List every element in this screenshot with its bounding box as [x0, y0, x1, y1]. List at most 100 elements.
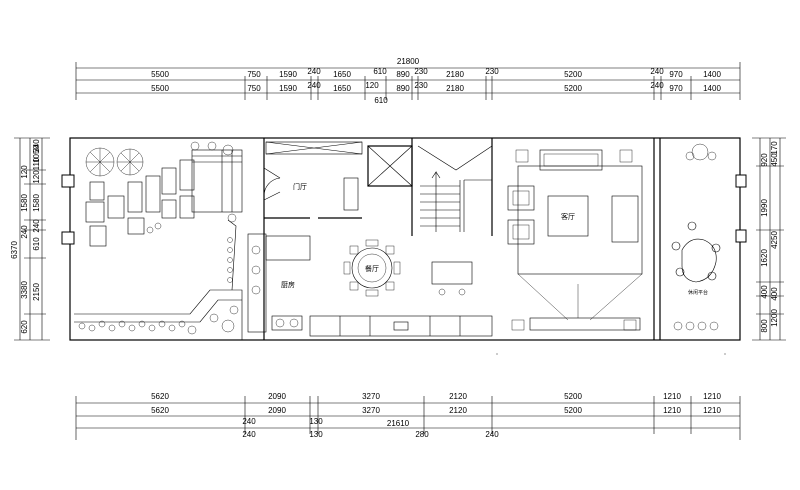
dim-label: 620 [20, 320, 29, 334]
dim-label: 2090 [268, 392, 286, 401]
dim-label: 1050 [32, 145, 41, 163]
dim-label: 2120 [449, 406, 467, 415]
dim-label: 610 [374, 96, 388, 105]
stepping-stones [85, 159, 195, 247]
dim-label: 5200 [564, 84, 582, 93]
garden [74, 141, 243, 340]
dim-label: 5200 [564, 392, 582, 401]
overall-width-bottom: 21610 [387, 419, 410, 428]
dim-label: 750 [247, 70, 261, 79]
right-dimension-lines [752, 137, 786, 341]
overall-height-left: 6370 [10, 241, 19, 259]
dim-label: 1620 [760, 249, 769, 267]
exterior-walls [61, 137, 747, 341]
dim-label: 970 [669, 84, 683, 93]
dim-label: 920 [760, 153, 769, 167]
dim-label: 1200 [770, 309, 779, 327]
overall-width-top: 21800 [397, 57, 420, 66]
dim-label: 5500 [151, 70, 169, 79]
entrance-door [263, 167, 281, 201]
dim-label: 4250 [770, 231, 779, 249]
dim-label: 890 [396, 84, 410, 93]
dim-label: 5620 [151, 406, 169, 415]
dim-label: 3270 [362, 392, 380, 401]
dim-label: 750 [247, 84, 261, 93]
stair-treads [420, 179, 492, 232]
dining-room: 餐厅 [309, 239, 493, 337]
left-dimension-lines [14, 137, 50, 341]
dim-label: 1580 [20, 194, 29, 212]
dim-label: 1210 [663, 406, 681, 415]
pebble-border [78, 237, 239, 335]
dim-label: 240 [307, 81, 321, 90]
dim-label: 240 [650, 81, 664, 90]
dim-label: 240 [307, 67, 321, 76]
dim-label: 230 [414, 67, 428, 76]
dim-label: 230 [485, 67, 499, 76]
dim-label: 5200 [564, 406, 582, 415]
bottom-dimension-labels: 5620 2090 3270 2120 5200 1210 1210 5620 … [151, 392, 721, 439]
dim-label: 230 [414, 81, 428, 90]
garden-path [74, 219, 243, 340]
entrance-hall: 门厅 [263, 138, 363, 340]
dim-label: 610 [373, 67, 387, 76]
dim-label: 120 [32, 170, 41, 184]
dim-label: 240 [20, 225, 29, 239]
kitchen: 厨房 [247, 233, 311, 333]
tree-icon [85, 147, 144, 177]
dim-label: 1210 [663, 392, 681, 401]
sideboard [309, 315, 493, 337]
dim-label: 2090 [268, 406, 286, 415]
dim-label: 340 [32, 139, 41, 153]
dim-label: 1210 [703, 406, 721, 415]
dim-label: 2150 [32, 283, 41, 301]
garden-steps [191, 149, 243, 213]
dim-label: 240 [650, 67, 664, 76]
bottom-dimension-lines [75, 396, 741, 440]
leisure-terrace: 休闲平台 [653, 138, 721, 340]
dim-label: 2180 [446, 70, 464, 79]
dim-label: 1210 [703, 392, 721, 401]
dim-label: 1650 [333, 84, 351, 93]
dim-label: 1990 [760, 199, 769, 217]
dim-label: 1400 [703, 70, 721, 79]
dim-label: 130 [309, 430, 323, 439]
dim-label: 970 [669, 70, 683, 79]
dim-label: 1590 [279, 70, 297, 79]
dim-label: 170 [770, 141, 779, 155]
stair-arrow-icon [431, 171, 441, 232]
dim-label: 450 [770, 153, 779, 167]
dim-label: 2120 [449, 392, 467, 401]
dim-label: 890 [396, 70, 410, 79]
leisure-terrace-label: 休闲平台 [688, 289, 708, 296]
dim-label: 5500 [151, 84, 169, 93]
dim-label: 400 [760, 285, 769, 299]
dining-chairs [343, 239, 401, 297]
dim-label: 5200 [564, 70, 582, 79]
top-dimension-labels: 21800 5500 750 1590 240 1650 610 890 230… [151, 57, 721, 105]
dim-label: 3270 [362, 406, 380, 415]
dim-label: 1650 [333, 70, 351, 79]
shrub-icon [146, 141, 237, 234]
lounge-set [671, 221, 721, 283]
tv-wall-sightlines [517, 273, 643, 321]
kitchen-label: 厨房 [281, 280, 295, 289]
living-room: 客厅 [507, 149, 643, 331]
dim-label: 240 [242, 430, 256, 439]
dim-label: 280 [415, 430, 429, 439]
dim-label: 1580 [32, 194, 41, 212]
dim-label: 120 [20, 165, 29, 179]
living-room-label: 客厅 [561, 212, 575, 221]
dim-label: 240 [485, 430, 499, 439]
dim-label: 110 [32, 157, 41, 170]
dim-label: 130 [309, 417, 323, 426]
dim-label: 610 [32, 237, 41, 251]
dim-label: 1400 [703, 84, 721, 93]
dim-label: 1590 [279, 84, 297, 93]
stairwell [367, 138, 493, 236]
dim-label: 2180 [446, 84, 464, 93]
dim-label: 3380 [20, 281, 29, 299]
left-dimension-labels: 6370 120 1580 240 3380 620 1050 120 1580… [10, 139, 41, 334]
dining-room-label: 餐厅 [365, 264, 379, 273]
